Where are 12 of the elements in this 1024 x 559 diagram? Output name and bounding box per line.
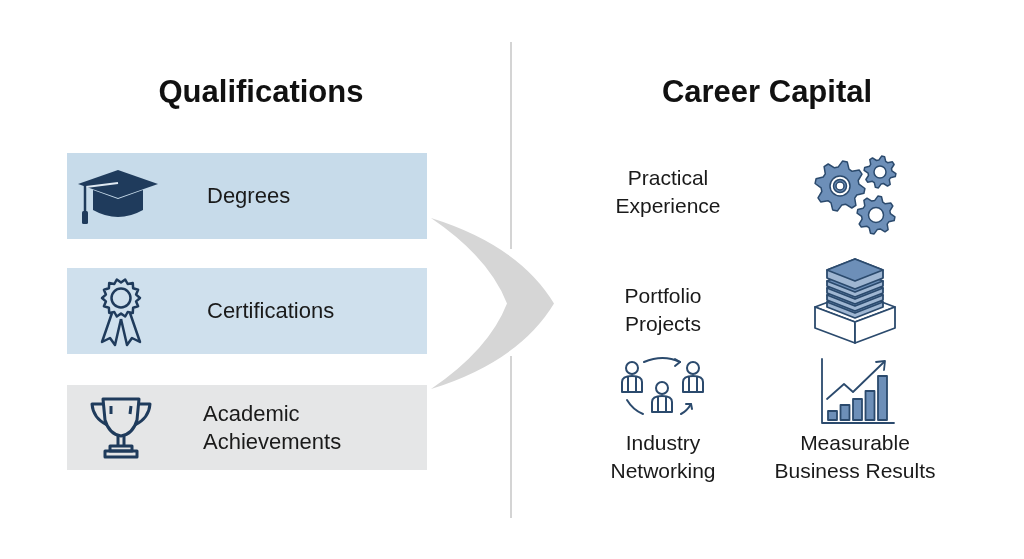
capital-item-label: Industry Networking	[609, 430, 717, 484]
qualification-panel	[67, 385, 427, 470]
qualification-label: Academic Achievements	[203, 399, 343, 456]
column-heading: Career Capital	[661, 74, 873, 110]
capital-item-label: Practical Experience	[614, 165, 722, 219]
column-heading: Qualifications	[158, 74, 364, 110]
qualification-label: Degrees	[207, 182, 292, 210]
capital-item-label: Measurable Business Results	[773, 430, 937, 484]
capital-item-label: Portfolio Projects	[623, 283, 703, 337]
qualification-label: Certifications	[207, 297, 336, 325]
qualification-panel	[67, 268, 427, 354]
qualification-panel	[67, 153, 427, 239]
